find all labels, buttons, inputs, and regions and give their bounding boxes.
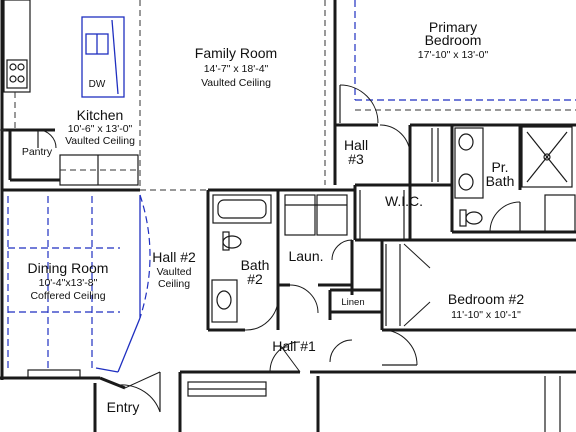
- pantry-label: Pantry: [22, 146, 53, 158]
- ceiling-lines: [0, 0, 576, 191]
- hall3-label-1: Hall: [344, 137, 368, 153]
- hall2-label: Hall #2: [152, 249, 196, 265]
- primary-bedroom-label-2: Bedroom: [425, 32, 482, 48]
- entry-label: Entry: [107, 399, 140, 415]
- dishwasher-label: DW: [89, 79, 106, 90]
- kitchen-label: Kitchen: [77, 107, 124, 123]
- laundry-label: Laun.: [288, 248, 323, 264]
- linen-label: Linen: [341, 297, 364, 308]
- sink-icon: [458, 133, 474, 151]
- bedroom2-dims: 11'-10" x 10'-1": [451, 309, 521, 321]
- cabinetry: [3, 0, 576, 432]
- sink-icon: [458, 173, 474, 191]
- sink-icon: [216, 290, 232, 310]
- wic-label: W.I.C.: [385, 193, 423, 209]
- family-room-ceiling: Vaulted Ceiling: [201, 77, 271, 89]
- bath2-label-1: Bath: [241, 257, 270, 273]
- hall1-label: Hall #1: [272, 338, 316, 354]
- bedroom2-label: Bedroom #2: [448, 291, 524, 307]
- kitchen-dims: 10'-6" x 13'-0": [68, 123, 133, 135]
- doors: [37, 84, 521, 413]
- pr-bath-label-1: Pr.: [491, 159, 508, 175]
- range-icon: [6, 59, 28, 89]
- hall2-ceiling-2: Ceiling: [158, 278, 190, 290]
- room-labels: Family Room 14'-7" x 18'-4" Vaulted Ceil…: [22, 19, 525, 415]
- dryer-icon: [316, 194, 348, 236]
- dining-room-label: Dining Room: [28, 260, 109, 276]
- toilet-icon: [222, 235, 242, 249]
- primary-bedroom-dims: 17'-10" x 13'-0": [418, 49, 489, 61]
- toilet-icon: [465, 211, 483, 225]
- dining-room-dims: 10'-4"x13'-8": [39, 277, 98, 289]
- kitchen-ceiling: Vaulted Ceiling: [65, 135, 135, 147]
- pr-bath-label-2: Bath: [486, 173, 515, 189]
- washer-icon: [284, 194, 316, 236]
- bathtub-icon: [212, 194, 272, 224]
- dining-room-ceiling: Coffered Ceiling: [30, 290, 105, 302]
- family-room-dims: 14'-7" x 18'-4": [204, 63, 269, 75]
- primary-bedroom-label-1: Primary: [429, 19, 477, 35]
- coffered-ceiling-lines: [7, 0, 576, 373]
- hall2-ceiling-1: Vaulted: [157, 266, 192, 278]
- hall3-label-2: #3: [348, 151, 364, 167]
- bath2-label-2: #2: [247, 271, 263, 287]
- family-room-label: Family Room: [195, 45, 277, 61]
